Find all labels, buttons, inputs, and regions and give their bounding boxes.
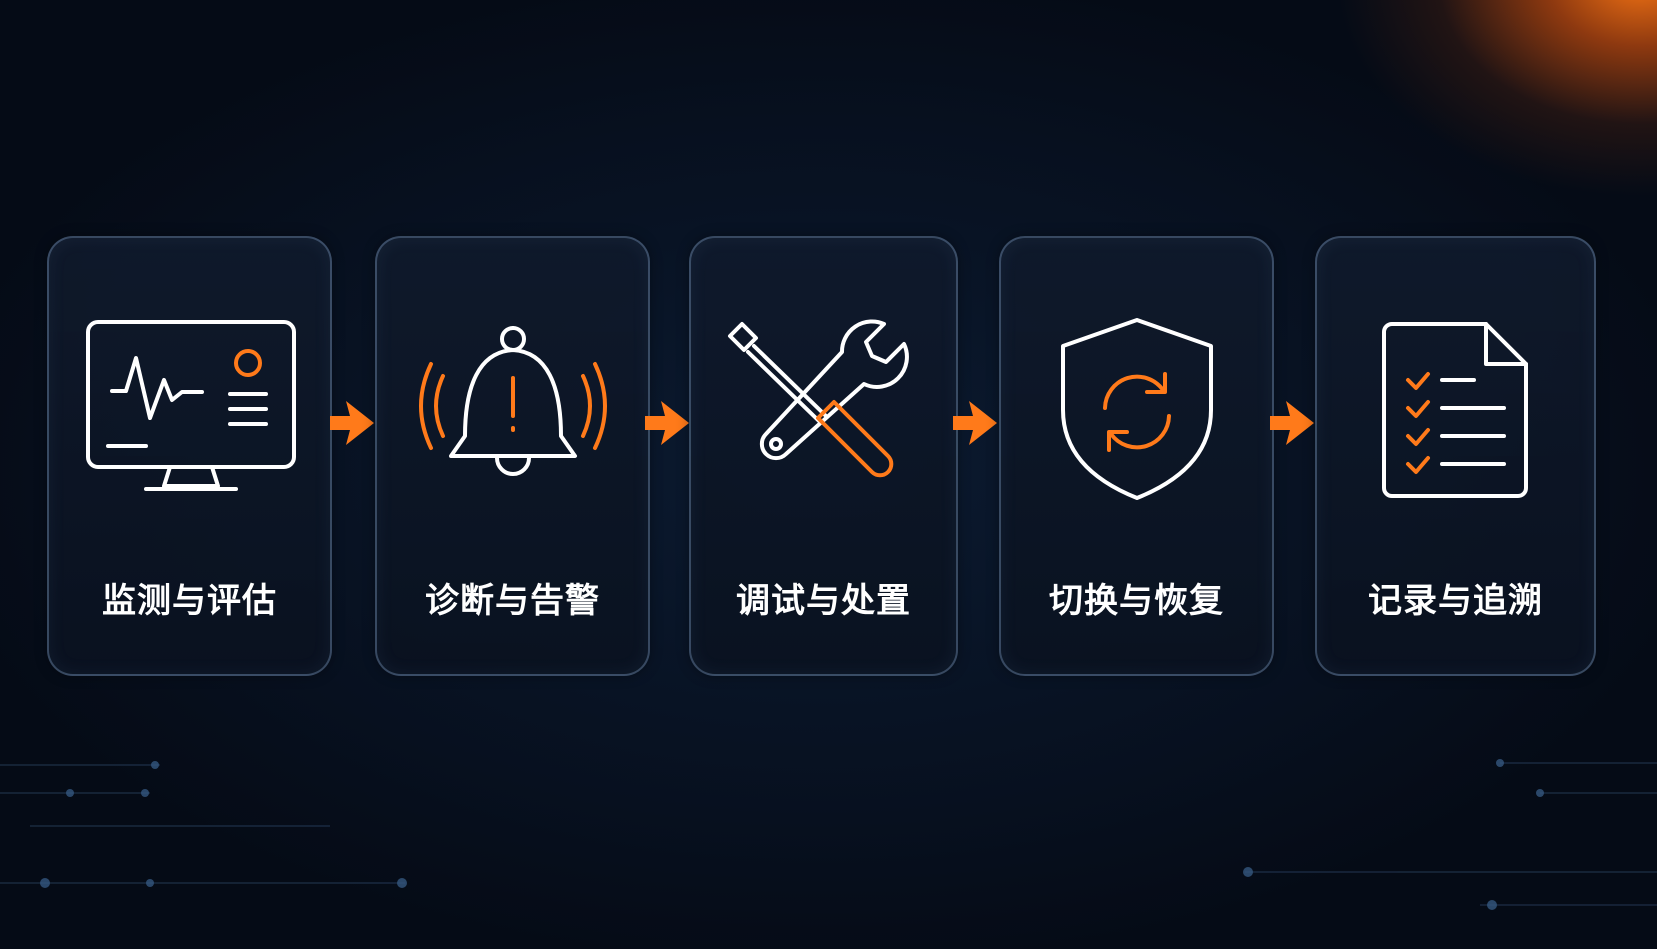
step-label: 诊断与告警	[425, 581, 600, 621]
step-card-diagnosis: 诊断与告警	[375, 236, 650, 676]
step-label: 调试与处置	[736, 581, 911, 621]
arrow-right-icon	[328, 397, 376, 449]
alarm-bell-icon	[403, 316, 623, 506]
tools-icon	[714, 316, 934, 506]
step-card-recovery: 切换与恢复	[999, 236, 1274, 676]
arrow-right-icon	[1268, 397, 1316, 449]
step-card-records: 记录与追溯	[1315, 236, 1596, 676]
checklist-document-icon	[1346, 316, 1566, 506]
shield-refresh-icon	[1027, 316, 1247, 506]
monitor-heartbeat-icon	[80, 316, 300, 506]
arrow-right-icon	[643, 397, 691, 449]
step-label: 切换与恢复	[1049, 581, 1224, 621]
step-card-monitor: 监测与评估	[47, 236, 332, 676]
arrow-right-icon	[951, 397, 999, 449]
step-label: 记录与追溯	[1368, 581, 1543, 621]
step-card-repair: 调试与处置	[689, 236, 958, 676]
step-label: 监测与评估	[102, 581, 277, 621]
